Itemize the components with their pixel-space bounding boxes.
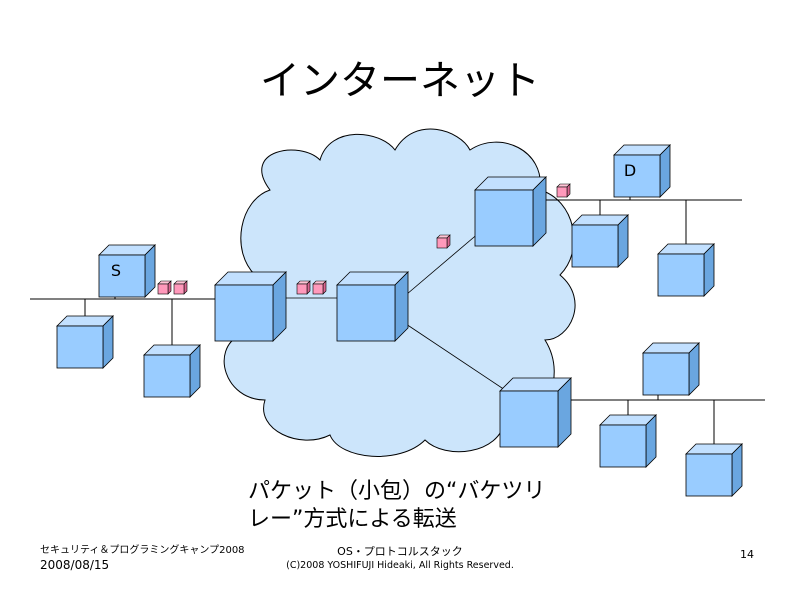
router-center [336, 271, 409, 342]
top-right-host-1 [571, 214, 629, 268]
packet-icon [157, 280, 172, 295]
footer-date: 2008/08/15 [40, 558, 110, 572]
packet-icon [312, 280, 327, 295]
footer-course: OS・プロトコルスタック [337, 545, 463, 558]
bottom-right-host-3 [685, 443, 743, 497]
left-host-2 [143, 344, 201, 398]
top-right-host-2 [657, 243, 715, 297]
destination-host [613, 144, 671, 198]
source-label: S [111, 261, 121, 280]
router-bottom-right [499, 377, 572, 448]
packet-icon [556, 183, 571, 198]
footer-left: セキュリティ＆プログラミングキャンプ2008 2008/08/15 [40, 544, 245, 572]
left-lan-line [30, 287, 240, 350]
caption-line-1: パケット（小包）の“バケツリ [248, 479, 546, 504]
router-left [214, 271, 287, 342]
destination-label: D [624, 161, 636, 180]
page-number: 14 [740, 548, 754, 561]
footer-center: OS・プロトコルスタック (C)2008 YOSHIFUJI Hideaki, … [250, 545, 550, 573]
packet-icon [436, 234, 451, 249]
bottom-right-host-1 [642, 342, 700, 396]
packet-icon [296, 280, 311, 295]
bottom-right-host-2 [599, 414, 657, 468]
footer-copyright: (C)2008 YOSHIFUJI Hideaki, All Rights Re… [286, 560, 514, 571]
left-host-1 [56, 315, 114, 369]
caption-line-2: レー”方式による転送 [248, 507, 457, 532]
slide-title: インターネット [260, 58, 540, 104]
packet-icon [173, 280, 188, 295]
router-top-right [474, 176, 547, 247]
diagram-caption: パケット（小包）の“バケツリ レー”方式による転送 [248, 478, 548, 534]
source-host [98, 244, 156, 298]
footer-event: セキュリティ＆プログラミングキャンプ2008 [40, 545, 245, 556]
